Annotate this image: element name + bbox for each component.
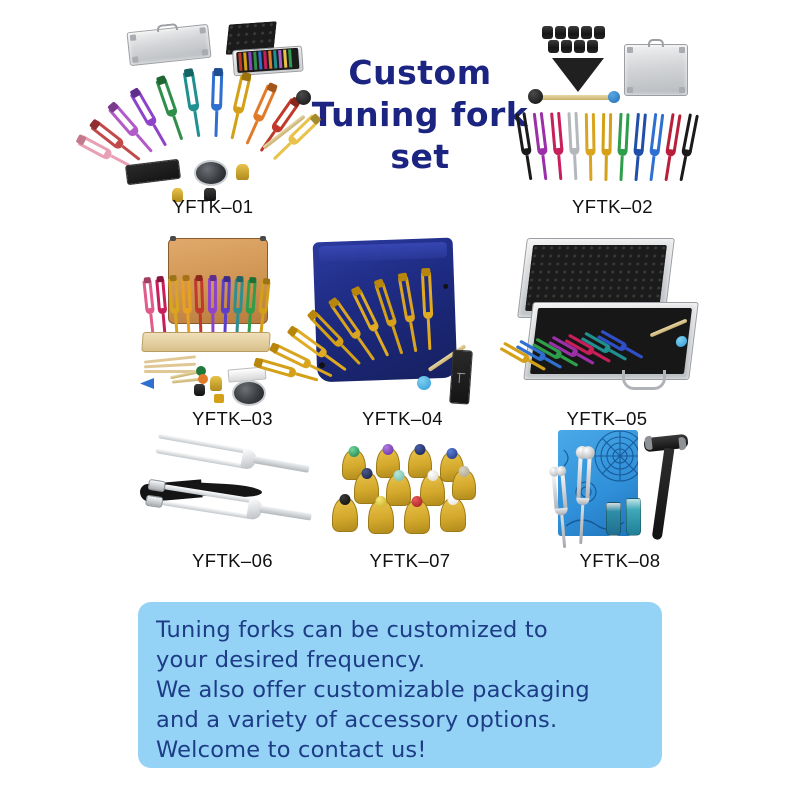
ball-end-forks-icon <box>544 445 600 554</box>
rubber-weights-row-icon <box>542 26 614 56</box>
activator-puck-icon-2 <box>232 380 266 406</box>
product-caption-yftk-06: YFTK–06 <box>192 550 273 571</box>
gold-weight-icon <box>236 164 249 180</box>
gem-weight-icon-3 <box>408 444 432 478</box>
page-title-line-3: set <box>390 137 450 177</box>
gem-weight-icon-11 <box>440 494 466 532</box>
gem-weight-icon-8 <box>332 494 358 532</box>
page-title-line-1: Custom <box>348 53 492 92</box>
black-pouch-icon-2 <box>449 349 473 405</box>
mallet-head-blue-icon <box>417 376 431 390</box>
gold-weight-icon-3 <box>210 376 222 391</box>
mini-mallets-icon <box>170 366 214 384</box>
product-cell-yftk-01[interactable]: YFTK–01 <box>75 14 322 217</box>
product-image-yftk-08 <box>540 424 700 572</box>
black-weight-icon-2 <box>194 384 205 396</box>
product-caption-yftk-04: YFTK–04 <box>362 408 443 429</box>
product-image-yftk-04 <box>253 228 500 424</box>
page-title-line-2: Tuning fork <box>311 95 529 135</box>
gold-forks-fan-icon <box>253 267 475 382</box>
aluminum-case-icon <box>126 23 212 67</box>
cylinder-weight-icon-2 <box>626 498 641 536</box>
black-weight-icon <box>204 188 216 201</box>
product-image-yftk-01 <box>75 14 322 214</box>
product-image-yftk-05 <box>499 228 702 424</box>
blue-wedge-icon <box>140 378 154 389</box>
rubber-hammer-icon <box>642 432 694 542</box>
gem-weight-icon-9 <box>368 496 394 534</box>
wooden-sticks-icon <box>140 355 200 378</box>
case-handle-icon <box>622 370 666 390</box>
tuning-fork-fan-icon <box>75 62 322 182</box>
note-line-4: and a variety of accessory options. <box>156 707 558 733</box>
note-line-3: We also offer customizable packaging <box>156 677 590 703</box>
note-line-5: Welcome to contact us! <box>156 737 427 763</box>
product-image-yftk-03 <box>140 228 325 424</box>
product-cell-yftk-02[interactable]: YFTK–02 <box>515 18 705 217</box>
gem-weight-icon-7 <box>420 470 445 506</box>
forks-in-stand-icon <box>142 274 271 336</box>
page-title: Custom Tuning fork set <box>290 52 550 179</box>
product-caption-yftk-01: YFTK–01 <box>172 196 254 217</box>
product-caption-yftk-03: YFTK–03 <box>192 408 273 429</box>
product-cell-yftk-05[interactable]: YFTK–05 <box>499 228 702 429</box>
product-image-yftk-07 <box>320 440 500 572</box>
product-cell-yftk-06[interactable]: YFTK–06 <box>139 432 325 572</box>
product-cell-yftk-03[interactable]: YFTK–03 <box>140 228 325 429</box>
product-cell-yftk-08[interactable]: YFTK–08 <box>540 424 700 572</box>
product-caption-yftk-07: YFTK–07 <box>369 550 451 571</box>
aluminum-case-icon-2 <box>624 39 688 96</box>
case-bottom-icon <box>499 302 699 380</box>
gold-weight-icon-2 <box>172 188 183 202</box>
colored-forks-row-icon <box>515 110 702 182</box>
gem-weight-icon-5 <box>354 468 379 504</box>
gem-weight-icon-6 <box>386 470 411 506</box>
gold-nut-icon <box>214 394 224 403</box>
note-line-1: Tuning forks can be customized to <box>156 617 548 643</box>
product-cell-yftk-04[interactable]: YFTK–04 <box>253 228 500 429</box>
gem-weight-icon-10 <box>404 496 430 534</box>
mallet-pair-icon <box>526 88 622 106</box>
wooden-stand-base <box>141 332 271 352</box>
triangle-cloth-icon <box>552 58 604 92</box>
activator-puck-icon <box>194 160 228 186</box>
gem-weight-icon-12 <box>452 466 476 500</box>
product-caption-yftk-08: YFTK–08 <box>579 550 661 571</box>
note-line-2: your desired frequency. <box>156 647 426 673</box>
mandala-box-icon <box>558 430 638 536</box>
product-caption-yftk-05: YFTK–05 <box>566 408 648 429</box>
customization-note-box: Tuning forks can be customized to your d… <box>138 602 662 768</box>
product-cell-yftk-07[interactable]: YFTK–07 <box>320 440 500 572</box>
product-image-yftk-02 <box>515 18 705 214</box>
product-caption-yftk-02: YFTK–02 <box>572 196 653 217</box>
cylinder-weight-icon-1 <box>606 502 621 536</box>
